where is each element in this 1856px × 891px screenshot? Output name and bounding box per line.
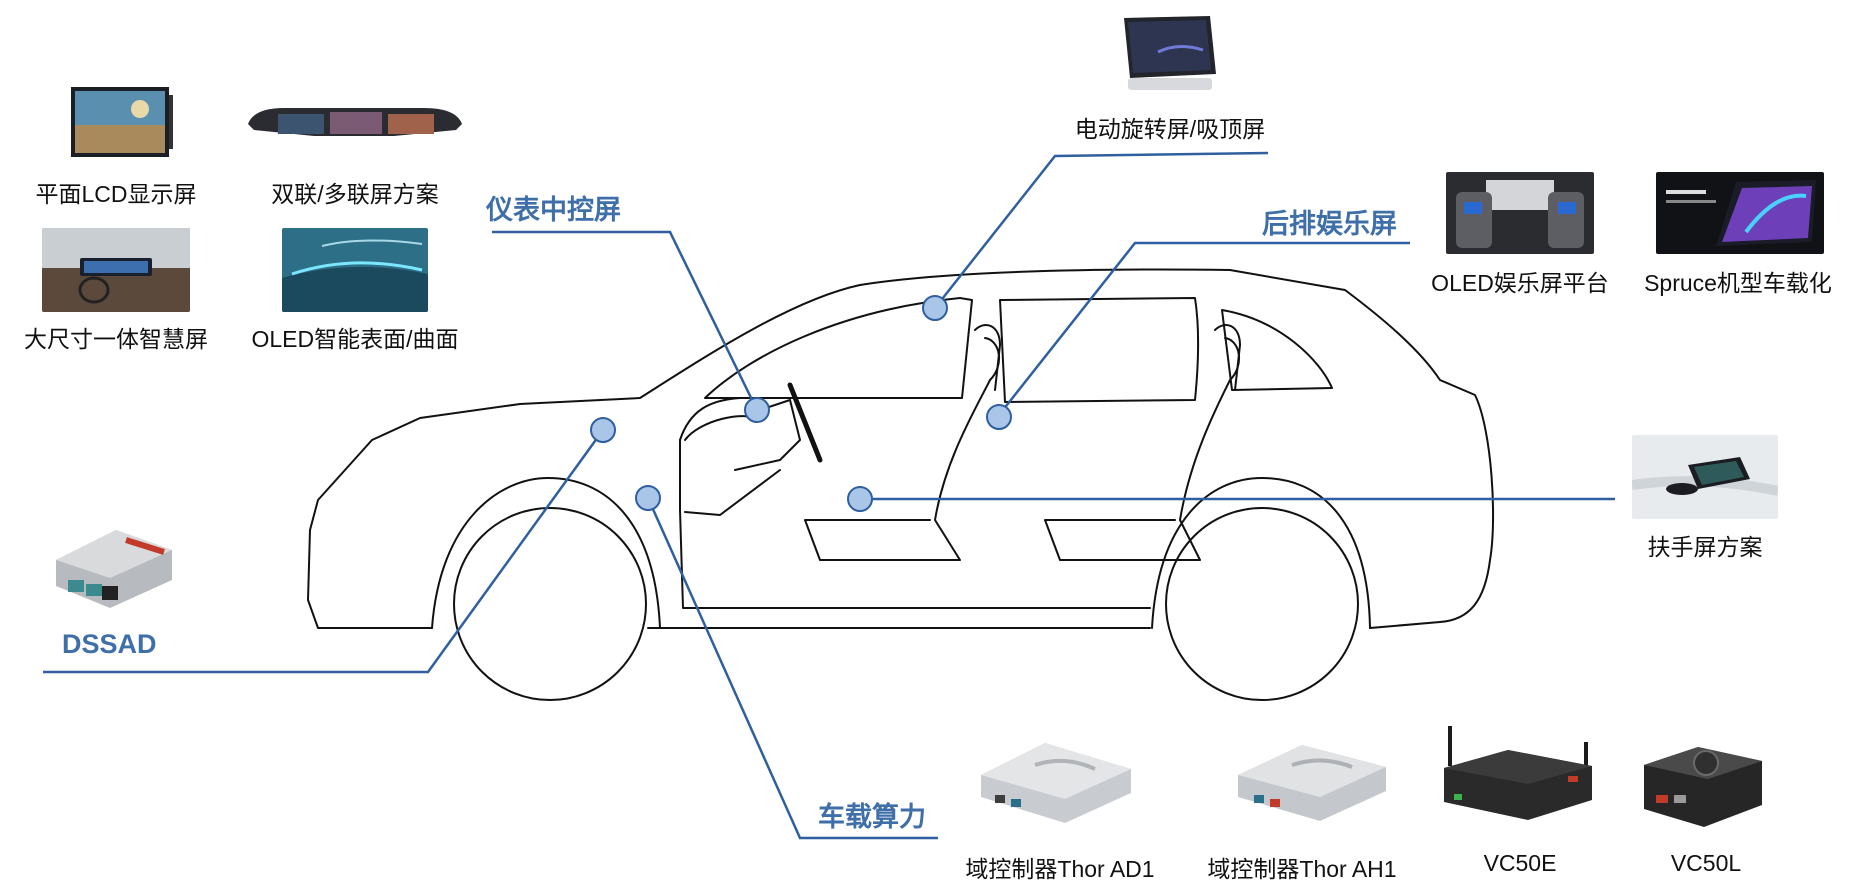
connector-rear-entertainment xyxy=(998,241,1410,416)
hotspot-rear-entertainment[interactable] xyxy=(986,404,1012,430)
car-outline xyxy=(307,268,1495,701)
hotspot-armrest[interactable] xyxy=(847,486,873,512)
product-label-large-smart-screen: 大尺寸一体智慧屏 xyxy=(24,326,208,352)
domain-controller-icon xyxy=(981,743,1131,823)
category-computing[interactable]: 车载算力 xyxy=(818,802,926,832)
product-label-oled-entertainment: OLED娱乐屏平台 xyxy=(1431,270,1609,296)
oled-surface-icon xyxy=(282,228,428,312)
hotspot-dssad[interactable] xyxy=(590,417,616,443)
tablet-screen-icon xyxy=(1656,172,1824,254)
product-label-dual-screen: 双联/多联屏方案 xyxy=(271,181,439,207)
lcd-display-icon xyxy=(71,87,173,157)
category-dashboard[interactable]: 仪表中控屏 xyxy=(486,195,621,225)
product-label-spruce: Spruce机型车载化 xyxy=(1644,270,1832,296)
hotspot-dashboard[interactable] xyxy=(744,397,770,423)
ecu-module-icon xyxy=(56,530,172,608)
product-label-thor-ah1: 域控制器Thor AH1 xyxy=(1207,856,1397,882)
hotspot-rotating-screen[interactable] xyxy=(922,295,948,321)
connector-dssad xyxy=(43,429,605,674)
connector-rotating-screen xyxy=(934,151,1269,309)
edge-computer-icon xyxy=(1644,747,1762,827)
edge-computer-icon xyxy=(1444,726,1592,820)
product-label-rotating-screen: 电动旋转屏/吸顶屏 xyxy=(1074,116,1266,142)
domain-controller-icon xyxy=(1238,745,1386,821)
product-label-armrest: 扶手屏方案 xyxy=(1647,534,1763,560)
category-rear-entertainment[interactable]: 后排娱乐屏 xyxy=(1262,209,1397,239)
tablet-screen-icon xyxy=(1124,16,1216,90)
car-interior-screen-icon xyxy=(42,228,190,312)
connector-lines xyxy=(43,151,1615,840)
category-dssad[interactable]: DSSAD xyxy=(62,629,157,659)
product-label-oled-surface: OLED智能表面/曲面 xyxy=(251,326,459,352)
rear-seat-screen-icon xyxy=(1446,172,1594,254)
product-label-thor-ad1: 域控制器Thor AD1 xyxy=(965,856,1155,882)
armrest-screen-icon xyxy=(1632,435,1778,519)
product-label-vc50l: VC50L xyxy=(1670,850,1742,876)
dual-screen-icon xyxy=(248,108,462,136)
connector-dashboard xyxy=(492,230,759,411)
hotspot-computing[interactable] xyxy=(635,485,661,511)
connector-computing xyxy=(646,497,938,840)
product-label-vc50e: VC50E xyxy=(1483,850,1557,876)
product-label-flat-lcd: 平面LCD显示屏 xyxy=(35,181,197,207)
